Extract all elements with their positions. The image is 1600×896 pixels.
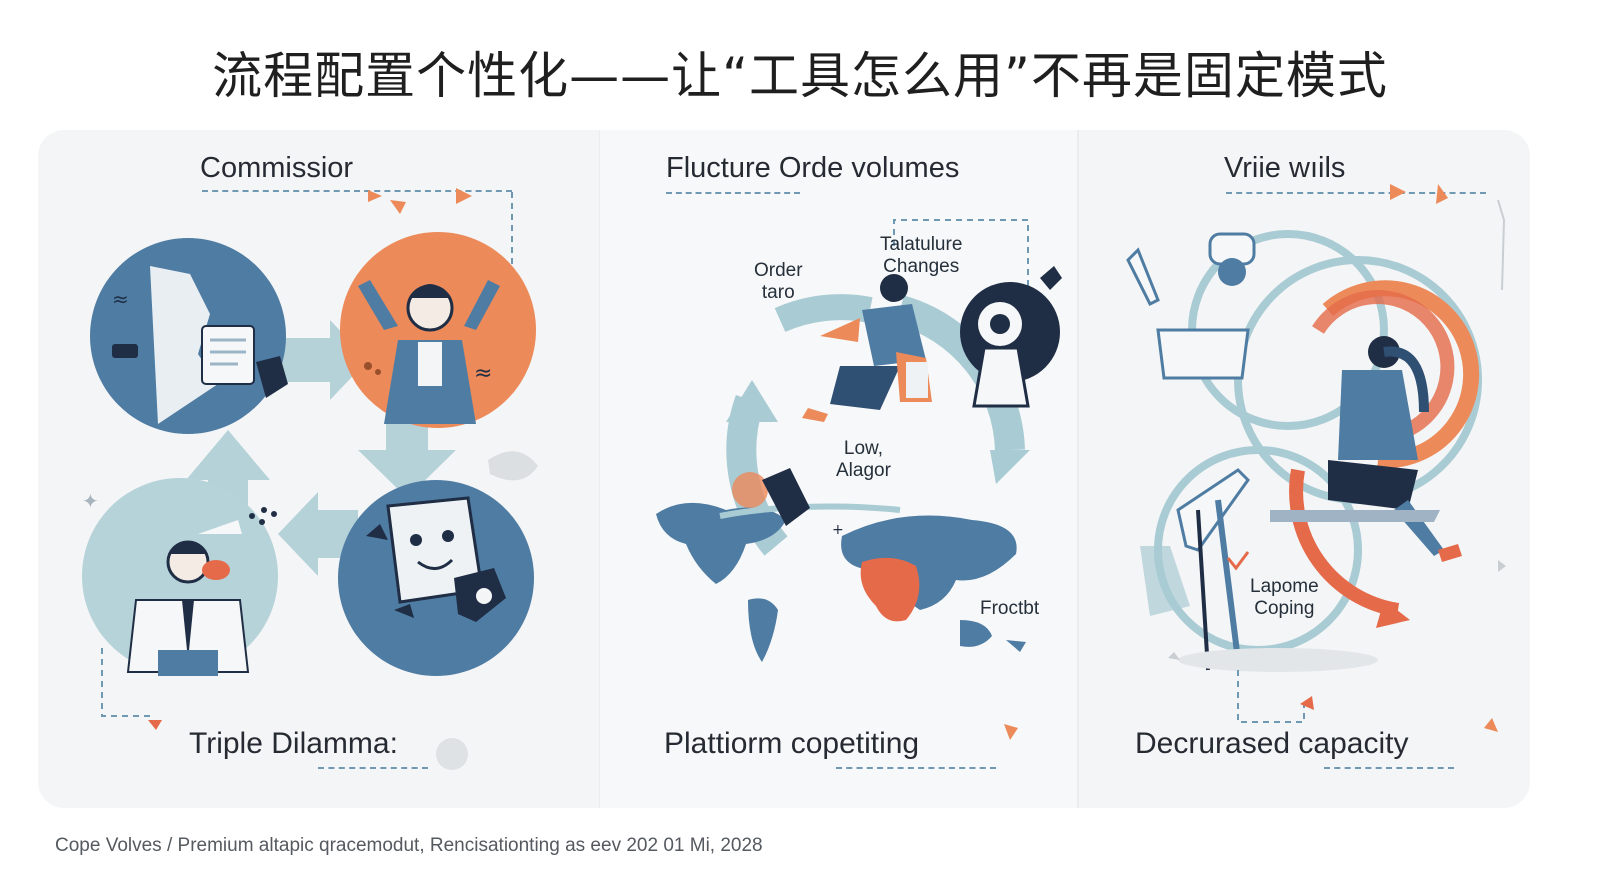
triple-dilemma-illustration: ≈ ≈ ✦ [82, 188, 538, 770]
svg-text:+: + [832, 522, 844, 538]
person-body-icon [862, 304, 926, 366]
arrow-icon [358, 400, 456, 498]
caption-underline [1324, 767, 1454, 769]
svg-text:≈: ≈ [474, 361, 492, 386]
page-title: 流程配置个性化——让“工具怎么用”不再是固定模式 [212, 47, 1388, 105]
arm-icon [464, 280, 500, 330]
panel-commission: Commissior ≈ [38, 130, 600, 808]
person-body-icon [1338, 370, 1418, 460]
order-volume-illustration: + [656, 219, 1062, 662]
arrow-icon [278, 492, 358, 576]
title-underline [202, 190, 512, 192]
connector-line [893, 219, 1029, 320]
panel-title: Commissior [200, 152, 354, 184]
arm-icon [358, 280, 398, 330]
megaphone-icon [202, 560, 230, 580]
globe-map-icon [656, 502, 786, 584]
spark-icon [148, 720, 162, 730]
connector-line [101, 648, 150, 717]
document-icon [201, 325, 255, 385]
capacity-illustration [1126, 184, 1506, 732]
svg-text:≈: ≈ [112, 287, 129, 311]
cycle-arrow-icon [1322, 280, 1480, 469]
hand-icon [256, 356, 288, 398]
panel-caption: Decrurased capacity [1135, 727, 1409, 760]
caption-underline [836, 767, 996, 769]
title-underline [1226, 192, 1486, 194]
arrow-icon [368, 190, 382, 202]
infographic-card: Commissior ≈ [38, 130, 1530, 808]
panel-caption: Triple Dilamma: [189, 727, 398, 760]
person-head-icon [880, 274, 908, 302]
label-froctbt: Froctbt [980, 598, 1040, 619]
panel-caption: Plattiorm copetiting [664, 727, 920, 760]
spark-icon [1436, 184, 1448, 204]
panel-capacity: Vriie wıils [1078, 130, 1530, 808]
camera-icon [112, 344, 138, 358]
cycle-arrow-icon [774, 294, 873, 333]
arrow-icon [186, 430, 270, 530]
spark-icon [1004, 724, 1018, 740]
spark-icon [390, 200, 406, 214]
arrow-icon [456, 188, 472, 204]
laptop-icon [1156, 328, 1250, 380]
panel-order-volumes: Flucture Orde volumes [600, 130, 1078, 808]
decorative-shape [436, 738, 468, 770]
spark-icon [1484, 718, 1498, 732]
title-underline [666, 192, 800, 194]
svg-text:✦: ✦ [82, 489, 99, 513]
arrow-icon [1390, 184, 1406, 200]
panel-divider [1077, 130, 1079, 808]
panel-title: Vriie wıils [1224, 152, 1346, 184]
caption-underline [318, 767, 428, 769]
label-low: Low,Alagor [836, 438, 891, 481]
footer-caption: Cope Volves / Premium altapic qracemodut… [55, 835, 763, 856]
horse-figure-icon [150, 266, 218, 424]
panel-title: Flucture Orde volumes [666, 152, 960, 184]
megaphone-icon [820, 318, 860, 342]
cycle-arrow-icon [1289, 468, 1400, 617]
connector-line [1237, 670, 1305, 723]
decorative-shape [488, 451, 538, 481]
